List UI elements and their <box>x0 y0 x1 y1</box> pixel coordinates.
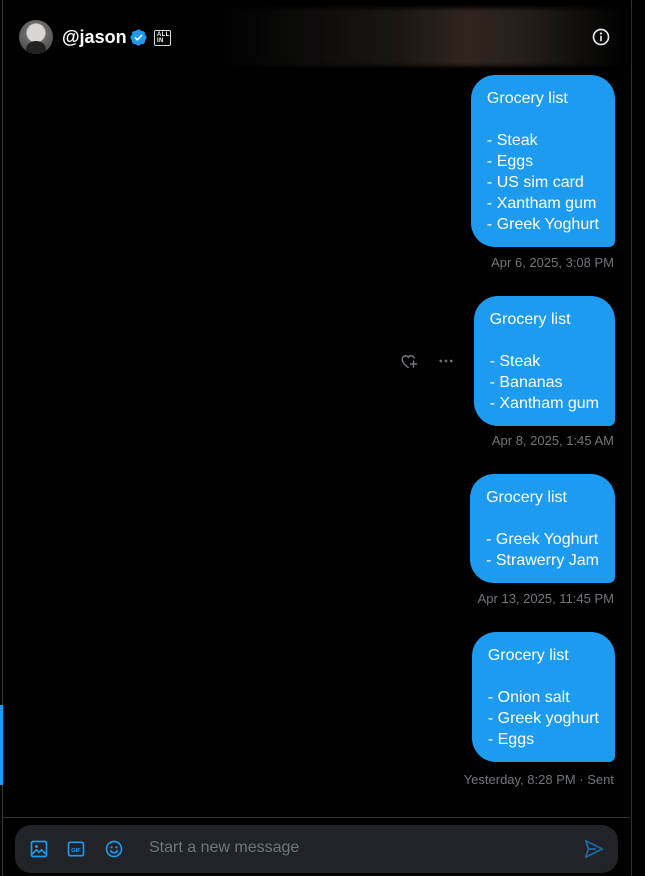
send-icon[interactable] <box>583 838 605 860</box>
message-timestamp: Apr 6, 2025, 3:08 PM <box>491 255 614 270</box>
message-timestamp: Apr 8, 2025, 1:45 AM <box>491 433 614 448</box>
avatar[interactable] <box>19 20 53 54</box>
message-bubble[interactable]: Grocery list - Steak - Bananas - Xantham… <box>473 296 615 426</box>
message-input[interactable]: Start a new message <box>149 839 300 856</box>
left-accent-bar <box>0 705 3 785</box>
message-bubble[interactable]: Grocery list - Steak - Eggs - US sim car… <box>470 75 615 247</box>
message-timestamp: Apr 13, 2025, 11:45 PM <box>477 591 614 606</box>
gif-icon[interactable]: GIF <box>66 839 86 859</box>
message-bubble[interactable]: Grocery list - Greek Yoghurt - Strawerry… <box>470 474 615 583</box>
verified-badge-icon <box>130 29 147 46</box>
composer-divider <box>3 817 630 818</box>
message-status: Yesterday, 8:28 PM · Sent <box>463 772 614 787</box>
header-banner-image <box>208 8 628 66</box>
user-handle[interactable]: @jason <box>62 27 127 47</box>
add-reaction-icon[interactable] <box>399 352 419 370</box>
image-icon[interactable] <box>29 839 49 859</box>
more-options-icon[interactable] <box>436 352 456 370</box>
emoji-icon[interactable] <box>104 839 124 859</box>
message-bubble[interactable]: Grocery list - Onion salt - Greek yoghur… <box>471 632 615 762</box>
message-composer: GIF Start a new message <box>15 825 618 873</box>
affiliate-badge: ALL IN <box>154 30 171 46</box>
conversation-header: @jason ALL IN <box>3 8 630 66</box>
info-icon[interactable] <box>591 27 611 47</box>
svg-text:GIF: GIF <box>71 848 81 854</box>
